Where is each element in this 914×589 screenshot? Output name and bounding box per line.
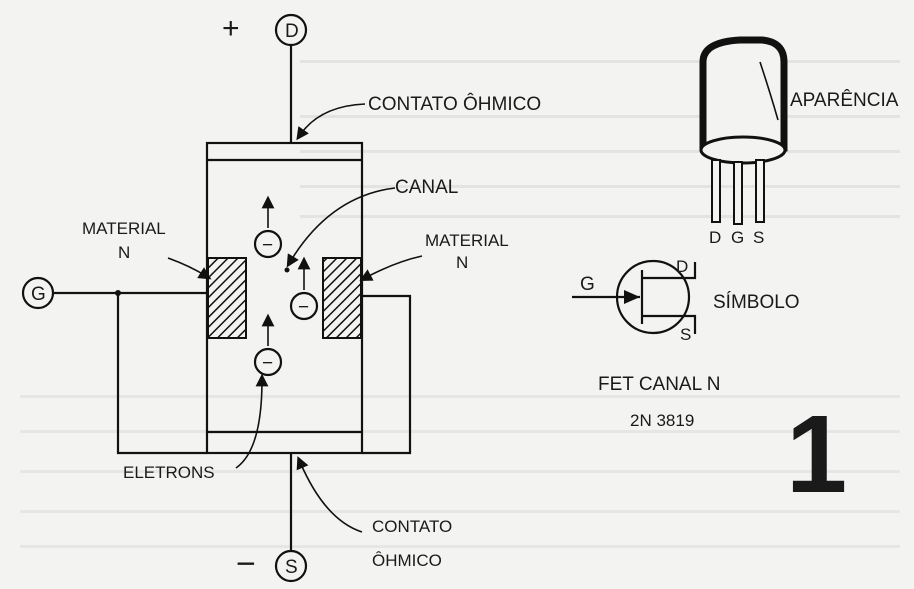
svg-text:−: − [262, 353, 273, 374]
bleed-through-texture [20, 60, 900, 548]
gate-terminal-label: G [31, 284, 46, 305]
gate-region-left [207, 257, 247, 339]
material-right-line2: N [456, 253, 468, 272]
source-terminal-label: S [285, 557, 298, 578]
fet-caption: FET CANAL N [598, 374, 720, 395]
symbol-s-label: S [680, 325, 691, 344]
pin-g-label: G [731, 228, 744, 247]
contact-bottom-line1: CONTATO [372, 517, 452, 536]
gate-region-right [322, 257, 362, 339]
minus-sign: − [236, 545, 256, 583]
symbol-g-label: G [580, 274, 595, 295]
electrons-pointer [235, 373, 269, 469]
material-right-pointer [359, 255, 423, 282]
transistor-package [699, 36, 788, 225]
symbol-label: SÍMBOLO [713, 292, 800, 313]
fet-symbol [572, 259, 697, 335]
contact-bottom-pointer [296, 456, 363, 533]
pin-d-label: D [709, 228, 721, 247]
part-number: 2N 3819 [630, 411, 694, 430]
contact-bottom-line2: ÔHMICO [372, 551, 442, 570]
figure-number: 1 [786, 393, 847, 516]
material-left-pointer [167, 257, 212, 280]
contact-top-pointer [296, 103, 366, 141]
electron-top: − [253, 195, 283, 259]
plus-sign: + [222, 12, 240, 45]
contact-top-label: CONTATO ÔHMICO [368, 93, 541, 115]
gate-left-loop [116, 293, 207, 455]
electron-middle: − [289, 256, 319, 321]
channel-pointer-dot [284, 267, 290, 273]
appearance-label: APARÊNCIA [790, 89, 899, 111]
material-right-line1: MATERIAL [425, 231, 509, 250]
drain-terminal-label: D [285, 21, 299, 42]
svg-text:−: − [298, 297, 309, 318]
source-terminal-circle [274, 549, 308, 583]
material-left-line2: N [118, 243, 130, 262]
material-left-line1: MATERIAL [82, 219, 166, 238]
electron-bottom: − [253, 313, 283, 377]
pin-s-label: S [753, 228, 764, 247]
channel-pointer [286, 187, 396, 268]
electrons-label: ELETRONS [123, 463, 215, 482]
symbol-d-label: D [676, 257, 688, 276]
gate-right-loop [361, 294, 412, 455]
channel-label: CANAL [395, 177, 458, 198]
svg-text:−: − [262, 235, 273, 256]
